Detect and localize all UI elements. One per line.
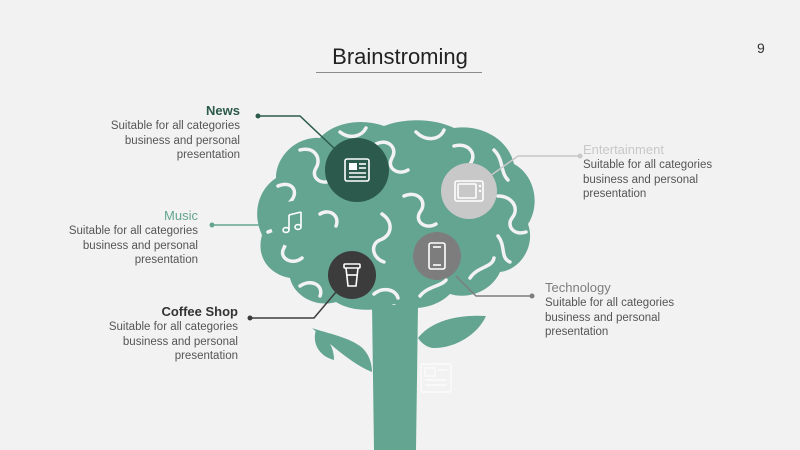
- news-node[interactable]: [325, 138, 389, 202]
- television-icon: [454, 180, 484, 202]
- entertainment-node[interactable]: [441, 163, 497, 219]
- smartphone-icon: [428, 242, 446, 270]
- entertainment-title: Entertainment: [583, 142, 664, 157]
- left-leaf-small: [314, 330, 334, 360]
- technology-label: Technology Suitable for all categories b…: [545, 279, 685, 340]
- title-underline: [316, 72, 482, 73]
- coffee-node[interactable]: [328, 251, 376, 299]
- music-description: Suitable for all categories business and…: [68, 225, 198, 266]
- connector-lines: [212, 115, 580, 319]
- connector-dots: [209, 113, 583, 321]
- right-leaf: [418, 315, 486, 348]
- news-description: Suitable for all categories business and…: [110, 120, 240, 161]
- newspaper-icon: [344, 158, 370, 182]
- music-node[interactable]: [271, 201, 317, 247]
- technology-node[interactable]: [413, 232, 461, 280]
- coffee-cup-icon: [343, 263, 361, 287]
- news-title: News: [206, 103, 240, 118]
- decorative-newspaper-icon: [420, 363, 452, 393]
- tree-trunk: [372, 305, 418, 450]
- technology-title: Technology: [545, 280, 611, 295]
- news-label: News Suitable for all categories busines…: [100, 102, 240, 163]
- music-title: Music: [164, 208, 198, 223]
- page-number: 9: [757, 40, 765, 56]
- slide-title: Brainstroming: [332, 44, 468, 69]
- music-label: Music Suitable for all categories busine…: [58, 207, 198, 268]
- coffee-shop-label: Coffee Shop Suitable for all categories …: [98, 303, 238, 364]
- left-leaf: [312, 328, 372, 372]
- entertainment-description: Suitable for all categories business and…: [583, 159, 713, 200]
- coffee-shop-description: Suitable for all categories business and…: [108, 321, 238, 362]
- music-note-icon: [282, 211, 302, 234]
- coffee-shop-title: Coffee Shop: [161, 304, 238, 319]
- entertainment-label: Entertainment Suitable for all categorie…: [583, 141, 723, 202]
- technology-description: Suitable for all categories business and…: [545, 297, 675, 338]
